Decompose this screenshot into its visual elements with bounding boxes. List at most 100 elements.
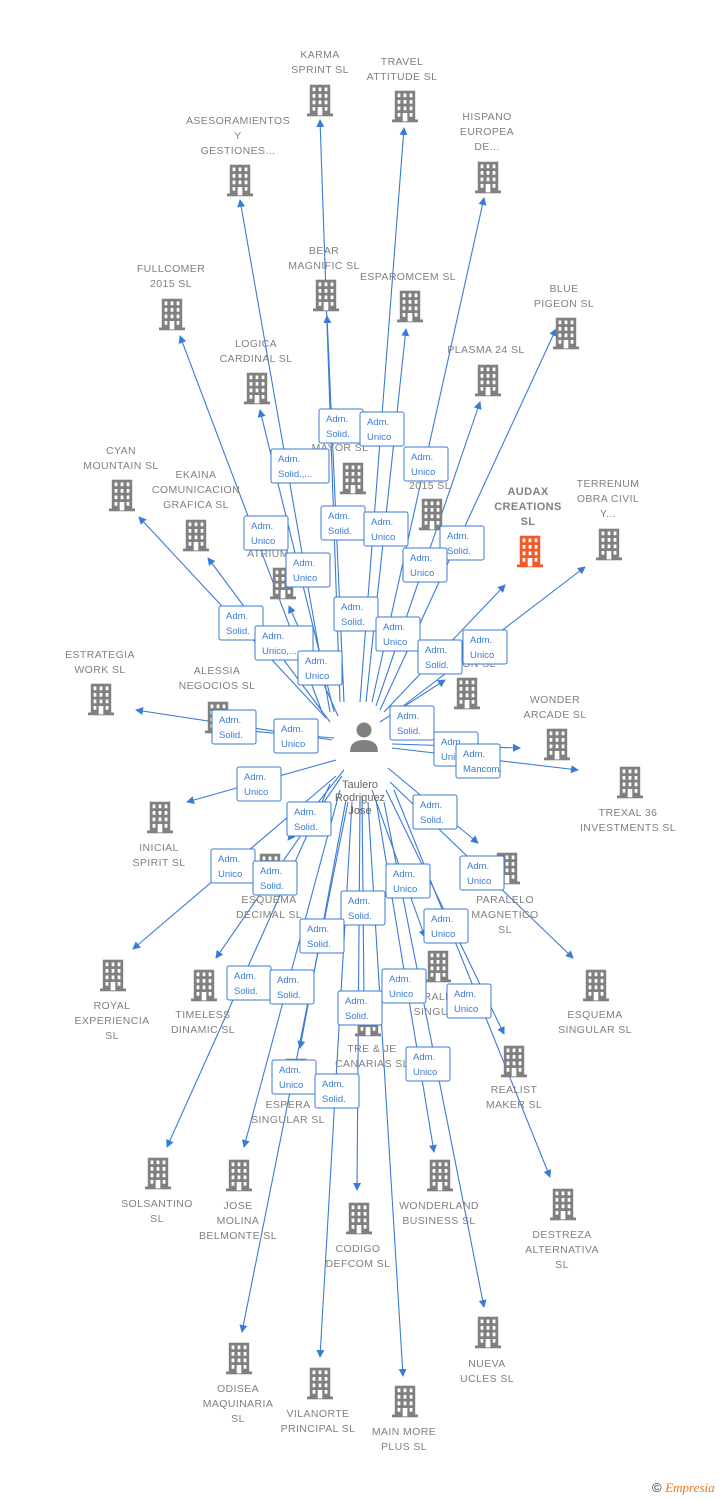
company-node-esparomcem[interactable]: ESPAROMCEM SL (360, 271, 456, 323)
role-badge[interactable]: Adm.Unico (243, 515, 289, 551)
role-badge[interactable]: Adm.Unico (359, 411, 405, 447)
role-badge[interactable]: Adm.Solid. (314, 1073, 360, 1109)
company-label-karma-line-1: KARMA (300, 49, 339, 61)
role-badge[interactable]: Adm.Unico (363, 511, 409, 547)
company-label-codigo-line-1: CODIGO (336, 1243, 381, 1255)
role-badge-line-2: Solid. (294, 822, 318, 833)
role-badge-line-1: Adm. (348, 896, 370, 907)
role-badge[interactable]: Adm.Unico (297, 650, 343, 686)
company-label-paralelo-line-2: MAGNETICO (471, 909, 538, 921)
role-badge-line-1: Adm. (293, 558, 315, 569)
role-badge[interactable]: Adm.Solid. (211, 709, 257, 745)
role-badge[interactable]: Adm.Solid. (318, 408, 364, 444)
role-badge-line-2: Unico (411, 467, 435, 478)
role-badge[interactable]: Adm.Unico (462, 629, 508, 665)
role-badge[interactable]: Adm.Solid. (269, 969, 315, 1005)
role-badge[interactable]: Adm.Mancom. (455, 743, 502, 779)
role-badge[interactable]: Adm.Unico (459, 855, 505, 891)
company-label-esquemadec-line-1: ESQUEMA (241, 894, 296, 906)
brand-logo-text[interactable]: Empresia (665, 1480, 715, 1495)
role-badge[interactable]: Adm.Solid. (389, 705, 435, 741)
company-node-asesoramientos[interactable]: ASESORAMIENTOSYGESTIONES... (186, 115, 290, 197)
role-badge-box (297, 650, 343, 686)
role-badge-line-2: Unico (367, 432, 391, 443)
company-node-hispano[interactable]: HISPANOEUROPEADE... (460, 111, 514, 194)
role-badge[interactable]: Adm.Unico (210, 848, 256, 884)
company-label-wonder-line-1: WONDER (530, 694, 580, 706)
company-label-ekaina-line-2: COMUNICACION (152, 484, 240, 496)
role-badge[interactable]: Adm.Unico (273, 718, 319, 754)
role-badge[interactable]: Adm.Solid. (320, 505, 366, 541)
role-badge[interactable]: Adm.Solid. (299, 918, 345, 954)
role-badge-line-2: Solid. (219, 730, 243, 741)
role-badge[interactable]: Adm.Solid. (417, 639, 463, 675)
role-badge[interactable]: Adm.Unico (446, 983, 492, 1019)
role-badge-line-1: Adm. (463, 749, 485, 760)
role-badge-box (270, 448, 330, 484)
role-badge[interactable]: Adm.Unico (285, 552, 331, 588)
role-badge-box (459, 855, 505, 891)
role-badge[interactable]: Adm.Solid. (333, 596, 379, 632)
role-badge[interactable]: Adm.Unico (405, 1046, 451, 1082)
role-badge[interactable]: Adm.Solid. (226, 965, 272, 1001)
role-badge[interactable]: Adm.Solid. (337, 990, 383, 1026)
role-badge[interactable]: Adm.Unico (271, 1059, 317, 1095)
role-badge[interactable]: Adm.Solid. (218, 605, 264, 641)
role-badge[interactable]: Adm.Unico (402, 547, 448, 583)
company-node-atrium[interactable]: ATRIUM (247, 548, 296, 600)
role-badge[interactable]: Adm.Solid.,... (270, 448, 330, 484)
role-badge-line-1: Adm. (305, 656, 327, 667)
company-label-inicial-line-1: INICIAL (139, 842, 179, 854)
company-label-royal-line-1: ROYAL (94, 1000, 131, 1012)
role-badge-line-1: Adm. (447, 531, 469, 542)
company-label-mainmore-line-2: PLUS SL (381, 1441, 427, 1453)
role-badge[interactable]: Adm.Unico (385, 863, 431, 899)
role-badge[interactable]: Adm.Unico (375, 616, 421, 652)
role-badge[interactable]: Adm.Unico (236, 766, 282, 802)
role-badge[interactable]: Adm.Solid. (412, 794, 458, 830)
role-badge[interactable]: Adm.Unico (381, 968, 427, 1004)
role-badge[interactable]: Adm.Unico (403, 446, 449, 482)
role-badge[interactable]: Adm.Solid. (286, 801, 332, 837)
role-badge-line-1: Adm. (467, 861, 489, 872)
role-badge[interactable]: Adm.Solid. (439, 525, 485, 561)
role-badge[interactable]: Adm.Solid. (252, 860, 298, 896)
building-icon (617, 766, 643, 799)
role-badge[interactable]: Adm.Solid. (340, 890, 386, 926)
company-node-plasma[interactable]: PLASMA 24 SL (447, 344, 524, 397)
role-badge[interactable]: Adm.Unico (423, 908, 469, 944)
person-node[interactable]: Taulero Rodriguez Jose (335, 722, 385, 818)
